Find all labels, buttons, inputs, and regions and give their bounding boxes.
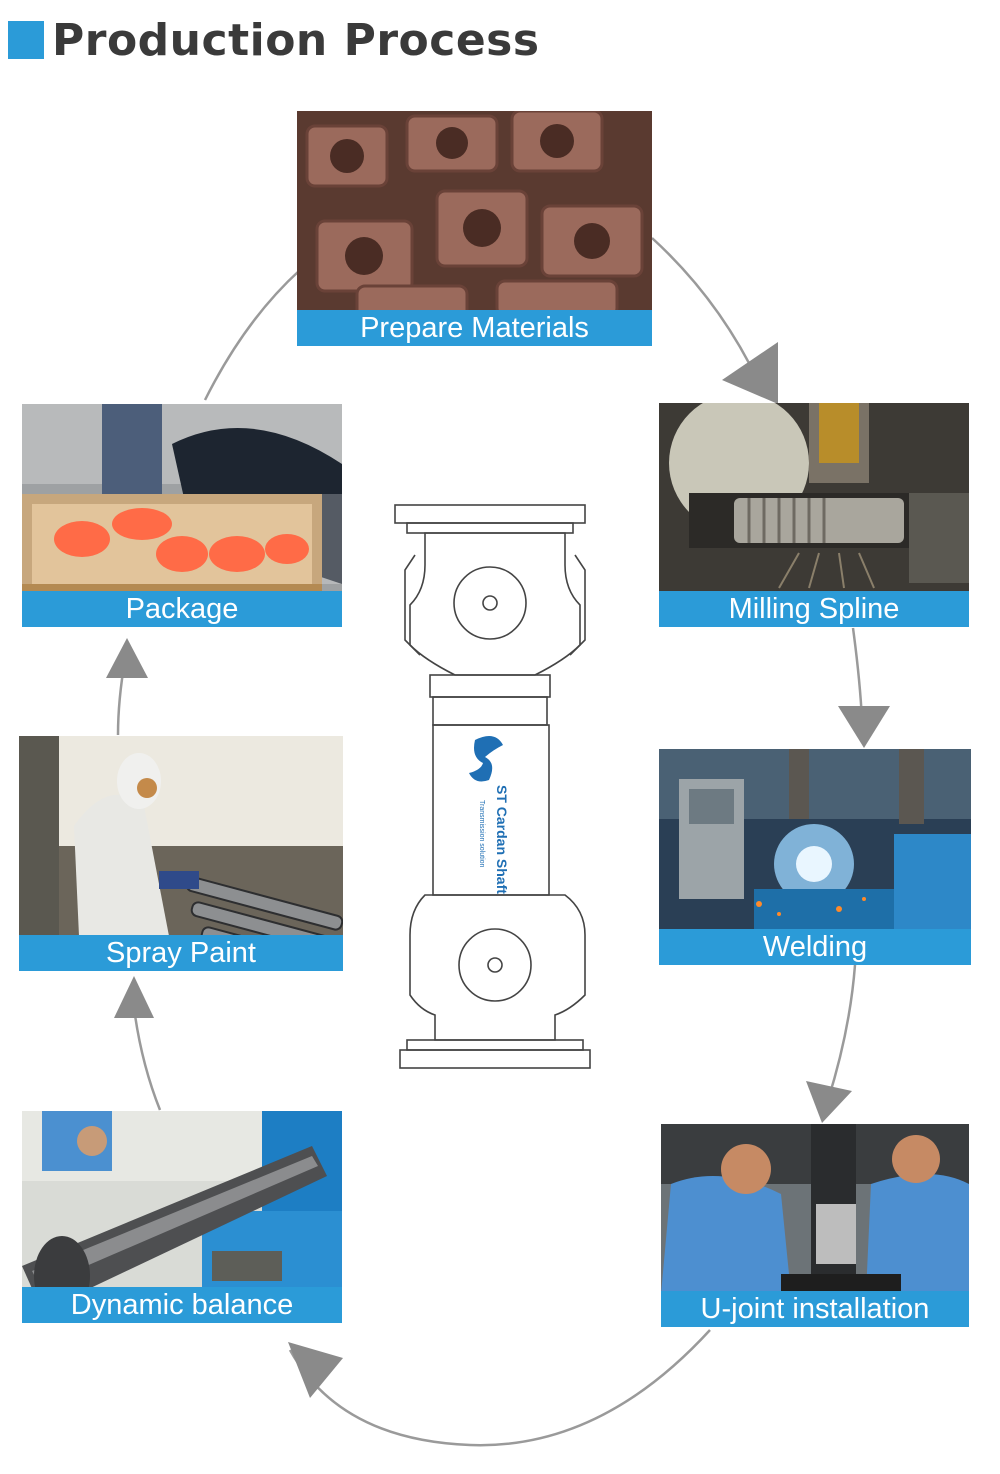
flow-line-prepare-to-milling xyxy=(651,237,762,386)
step-card-welding: Welding xyxy=(659,749,971,965)
arrow-head-to-ujoint xyxy=(806,1081,852,1123)
flow-line-ujoint-to-balance xyxy=(288,1329,711,1447)
step-card-milling-spline: Milling Spline xyxy=(659,403,969,627)
flow-line-welding-to-ujoint xyxy=(826,964,857,1101)
section-header: Production Process xyxy=(8,14,540,66)
step-label-prepare-materials: Prepare Materials xyxy=(297,310,652,346)
step-label-welding: Welding xyxy=(659,929,971,965)
step-label-spray-paint: Spray Paint xyxy=(19,935,343,971)
arrow-head-to-milling xyxy=(722,342,778,404)
step-label-u-joint-installation: U-joint installation xyxy=(661,1291,969,1327)
step-label-dynamic-balance: Dynamic balance xyxy=(22,1287,342,1323)
package-photo xyxy=(22,404,342,627)
step-label-milling-spline: Milling Spline xyxy=(659,591,969,627)
flow-line-package-to-prepare xyxy=(203,269,301,401)
milling-spline-photo xyxy=(659,403,969,627)
arrow-head-to-welding xyxy=(838,706,890,748)
step-card-prepare-materials: Prepare Materials xyxy=(297,111,652,346)
arrow-head-to-balance xyxy=(288,1342,343,1398)
step-card-u-joint-installation: U-joint installation xyxy=(661,1124,969,1327)
step-label-package: Package xyxy=(22,591,342,627)
header-accent-square xyxy=(8,21,44,59)
spray-paint-photo xyxy=(19,736,343,971)
page-title: Production Process xyxy=(52,14,540,66)
cardan-shaft-illustration: ST Cardan Shaft Transmission solution xyxy=(394,504,591,1069)
arrow-head-to-spray xyxy=(114,976,154,1018)
brand-logo xyxy=(469,736,503,782)
step-card-dynamic-balance: Dynamic balance xyxy=(22,1111,342,1323)
brand-tagline: Transmission solution xyxy=(478,800,485,868)
brand-name: ST Cardan Shaft xyxy=(494,785,510,894)
step-card-package: Package xyxy=(22,404,342,627)
arrow-head-to-package xyxy=(106,638,148,678)
step-card-spray-paint: Spray Paint xyxy=(19,736,343,971)
